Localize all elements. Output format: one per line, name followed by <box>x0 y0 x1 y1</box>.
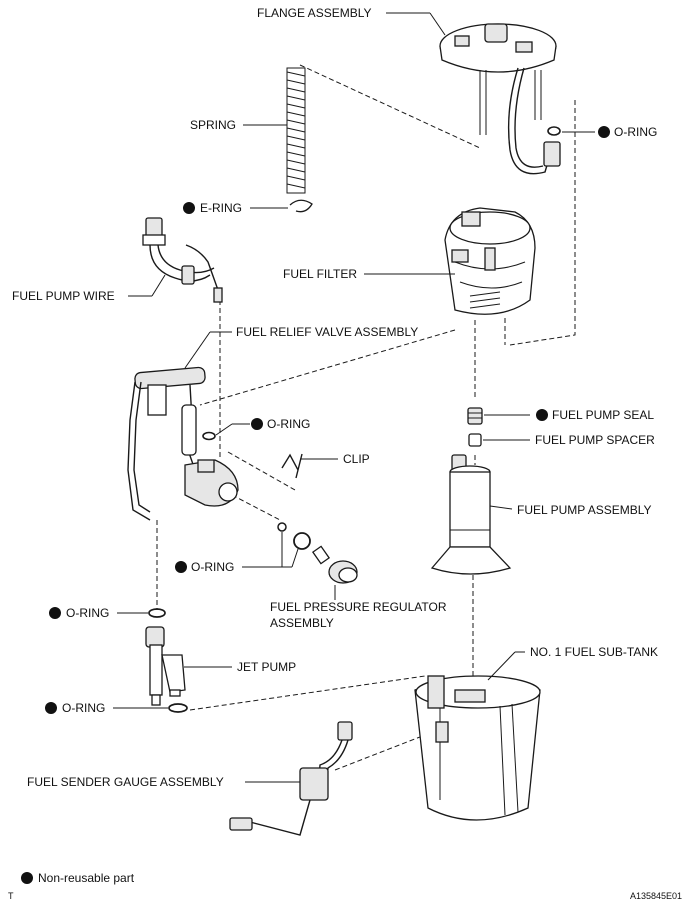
fuel-relief-valve-assembly-label: FUEL RELIEF VALVE ASSEMBLY <box>184 325 418 369</box>
o-rings-regulator <box>277 522 311 550</box>
fuel-sender-gauge-assembly-label: FUEL SENDER GAUGE ASSEMBLY <box>27 775 300 789</box>
non-reusable-bullet-icon <box>251 418 263 430</box>
no1-fuel-sub-tank-label: NO. 1 FUEL SUB-TANK <box>487 645 658 681</box>
o-ring-jet-upper-label: O-RING <box>49 606 148 620</box>
e-ring <box>289 199 313 213</box>
fuel-pump-wire <box>142 217 223 303</box>
flange-assembly-label: FLANGE ASSEMBLY <box>257 6 446 36</box>
o-ring-jet-lower-label-text: O-RING <box>62 701 105 715</box>
fuel-pump-seal-label: FUEL PUMP SEAL <box>484 408 654 422</box>
clip-label: CLIP <box>300 452 370 466</box>
legend: Non-reusable part <box>21 871 135 885</box>
no1-fuel-sub-tank <box>414 675 541 821</box>
non-reusable-bullet-icon <box>49 607 61 619</box>
o-ring-flange-label-text: O-RING <box>614 125 657 139</box>
non-reusable-bullet-icon <box>536 409 548 421</box>
spring-label: SPRING <box>190 118 287 132</box>
fuel-pressure-regulator-label-line1: FUEL PRESSURE REGULATOR <box>270 600 447 614</box>
fuel-pump-seal <box>467 407 483 425</box>
jet-pump <box>145 626 186 706</box>
no1-fuel-sub-tank-label-text: NO. 1 FUEL SUB-TANK <box>530 645 658 659</box>
jet-pump-label-text: JET PUMP <box>237 660 296 674</box>
fuel-pump-spacer-label: FUEL PUMP SPACER <box>483 433 655 447</box>
fuel-pump-spacer <box>468 433 482 447</box>
o-ring-jet-lower-label: O-RING <box>45 701 168 715</box>
o-ring-flange <box>547 126 561 136</box>
o-ring-relief <box>202 431 216 441</box>
fuel-pump-assembly-label: FUEL PUMP ASSEMBLY <box>489 503 652 517</box>
fuel-pressure-regulator <box>311 545 358 584</box>
fuel-filter-label: FUEL FILTER <box>283 267 455 281</box>
fuel-relief-valve-assembly-label-text: FUEL RELIEF VALVE ASSEMBLY <box>236 325 418 339</box>
legend-text: Non-reusable part <box>38 871 135 885</box>
o-ring-relief-label-text: O-RING <box>267 417 310 431</box>
fuel-relief-valve-assembly <box>127 366 239 521</box>
fuel-pump-wire-label-text: FUEL PUMP WIRE <box>12 289 115 303</box>
assembly-guide-lines <box>156 64 576 771</box>
footer-mark: T <box>8 891 14 901</box>
non-reusable-bullet-icon <box>21 872 33 884</box>
non-reusable-bullet-icon <box>598 126 610 138</box>
e-ring-label-text: E-RING <box>200 201 242 215</box>
fuel-pump-spacer-label-text: FUEL PUMP SPACER <box>535 433 655 447</box>
clip <box>281 453 303 479</box>
o-ring-relief-label: O-RING <box>215 417 310 436</box>
o-ring-jet-upper <box>148 608 166 618</box>
clip-label-text: CLIP <box>343 452 370 466</box>
spring-label-text: SPRING <box>190 118 236 132</box>
o-ring-regulator-label-text: O-RING <box>191 560 234 574</box>
fuel-pump-seal-label-text: FUEL PUMP SEAL <box>552 408 654 422</box>
non-reusable-bullet-icon <box>175 561 187 573</box>
e-ring-label: E-RING <box>183 201 288 215</box>
fuel-pump-wire-label: FUEL PUMP WIRE <box>12 274 166 303</box>
o-ring-flange-label: O-RING <box>562 125 657 139</box>
fuel-filter <box>444 207 536 315</box>
figure-id: A135845E01 <box>630 891 682 901</box>
o-ring-jet-upper-label-text: O-RING <box>66 606 109 620</box>
fuel-pressure-regulator-label: FUEL PRESSURE REGULATOR ASSEMBLY <box>270 585 447 630</box>
spring <box>286 67 306 194</box>
non-reusable-bullet-icon <box>183 202 195 214</box>
fuel-pressure-regulator-label-line2: ASSEMBLY <box>270 616 334 630</box>
fuel-pump-assembly <box>430 454 512 575</box>
flange-assembly-label-text: FLANGE ASSEMBLY <box>257 6 372 20</box>
o-ring-regulator-label: O-RING <box>175 532 299 574</box>
fuel-filter-label-text: FUEL FILTER <box>283 267 357 281</box>
jet-pump-label: JET PUMP <box>184 660 296 674</box>
fuel-pump-assembly-label-text: FUEL PUMP ASSEMBLY <box>517 503 652 517</box>
fuel-sender-gauge-assembly-label-text: FUEL SENDER GAUGE ASSEMBLY <box>27 775 224 789</box>
flange-assembly <box>439 23 561 175</box>
non-reusable-bullet-icon <box>45 702 57 714</box>
o-ring-jet-lower <box>168 703 188 713</box>
fuel-sender-gauge-assembly <box>229 721 353 836</box>
